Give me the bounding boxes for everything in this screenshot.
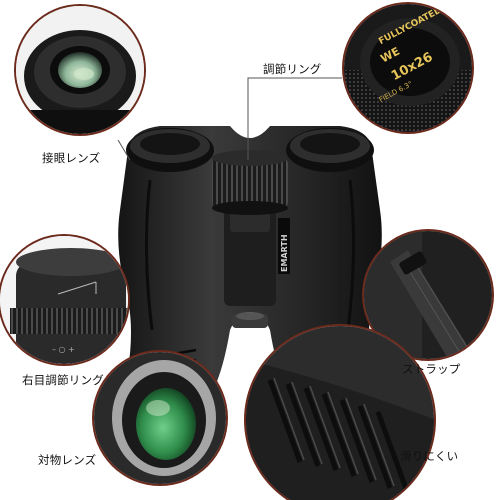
callout-focus-cap: FULLYCOATED WE 10x26 FIELD 6.3°: [342, 2, 474, 134]
label-diopter-ring: 右目調節リング: [22, 373, 104, 387]
label-focus-ring: 調節リング: [263, 62, 322, 76]
callout-diopter: – ○ +: [0, 234, 130, 366]
callout-eyepiece: [14, 4, 146, 136]
svg-text:– ○ +: – ○ +: [52, 345, 75, 354]
brand-logo: EMARTH: [280, 234, 289, 272]
callout-objective: [92, 350, 228, 486]
callout-grip: [244, 324, 436, 500]
label-grip: 滑りにくい: [400, 449, 459, 463]
callout-lines: [117, 77, 342, 161]
label-strap: ストラップ: [402, 362, 461, 376]
label-eyepiece: 接眼レンズ: [42, 151, 101, 165]
label-objective-lens: 対物レンズ: [38, 453, 97, 467]
